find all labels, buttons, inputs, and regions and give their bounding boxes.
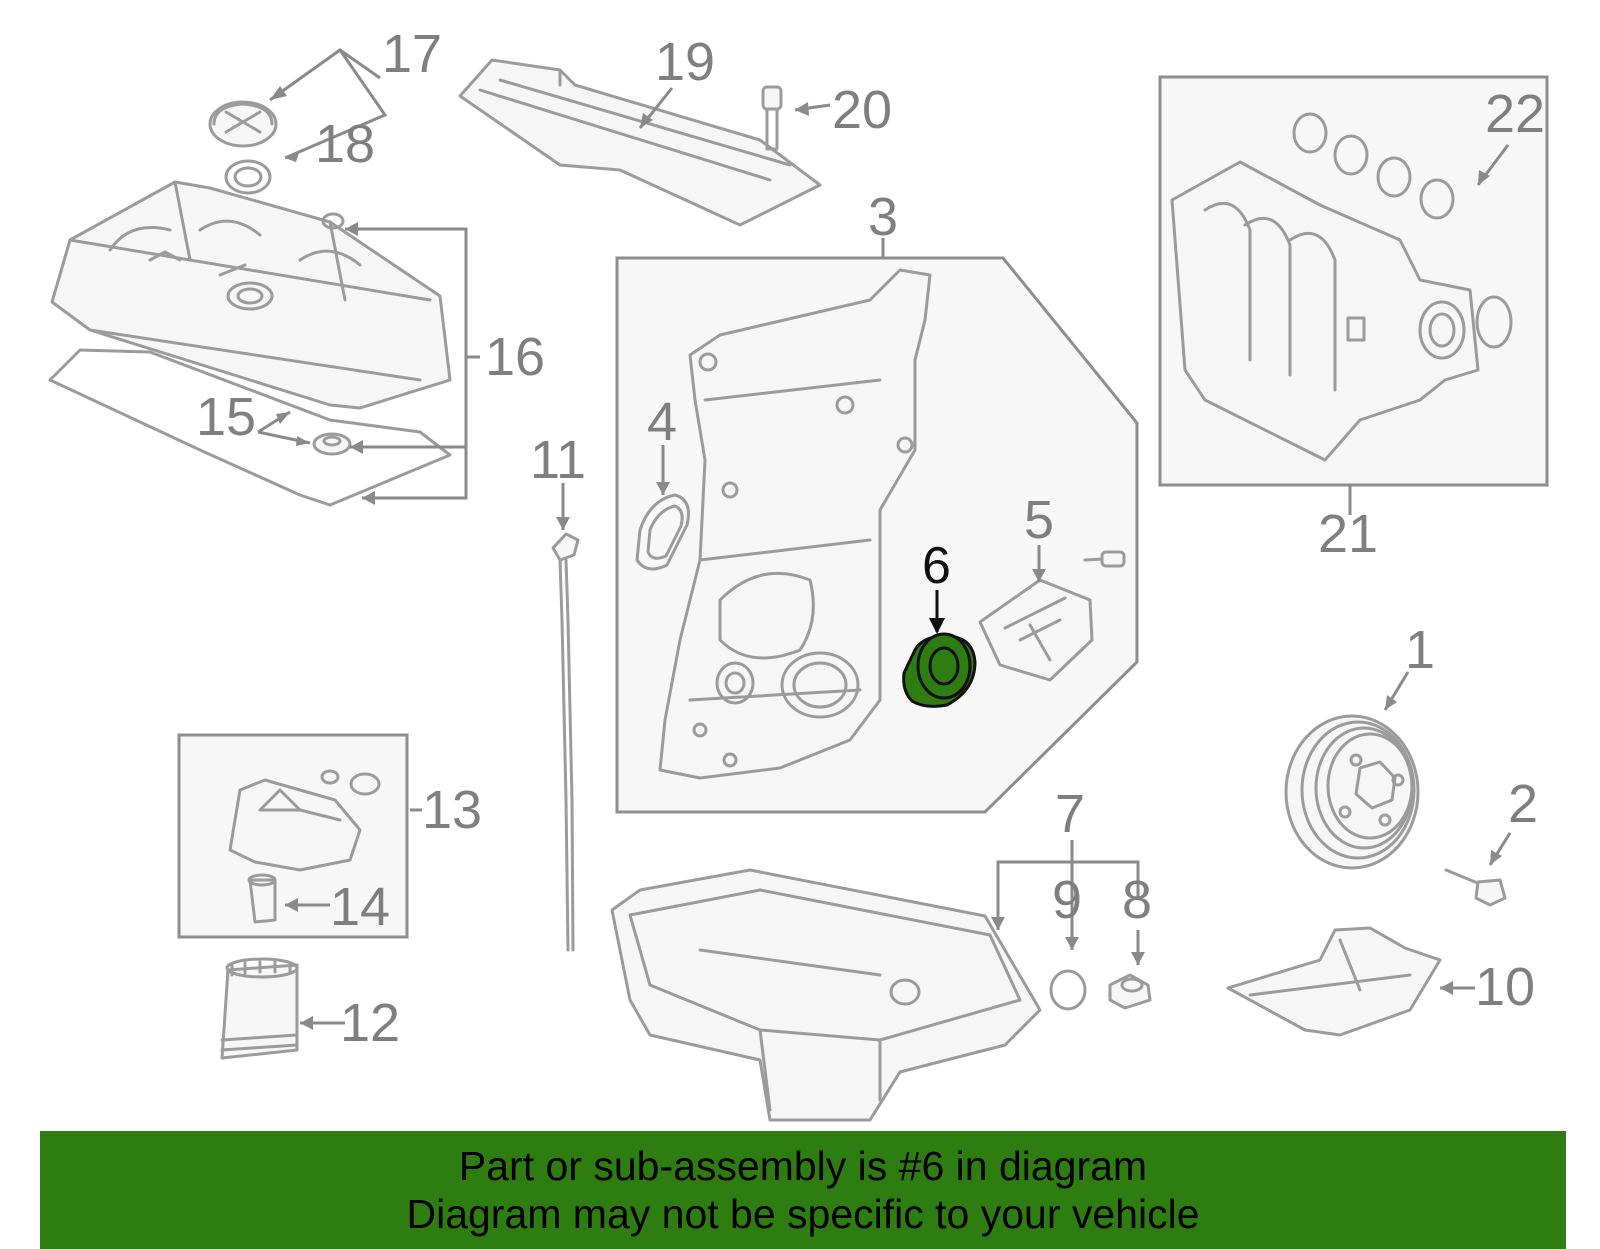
callout-22: 22	[1485, 84, 1545, 144]
callout-11: 11	[530, 430, 586, 490]
callout-1: 1	[1405, 620, 1435, 680]
callout-10: 10	[1475, 957, 1535, 1017]
callout-8: 8	[1122, 870, 1152, 930]
callout-16: 16	[485, 327, 545, 387]
timing-chain-cover	[658, 268, 932, 780]
callout-14: 14	[330, 877, 390, 937]
callout-2: 2	[1508, 774, 1538, 834]
callout-12: 12	[340, 993, 400, 1053]
callout-18: 18	[315, 114, 375, 174]
leader-arrowheads	[270, 86, 1502, 1030]
valve-cover-gasket	[48, 348, 452, 507]
oil-filler-cap	[208, 100, 278, 148]
oil-strainer	[247, 873, 277, 924]
callout-15: 15	[196, 387, 256, 447]
crankshaft-pulley	[1284, 714, 1420, 870]
valve-cover	[50, 180, 452, 410]
engine-mount-bracket	[1226, 926, 1442, 1037]
banner-line-part-number: Part or sub-assembly is #6 in diagram	[458, 1143, 1148, 1189]
oil-filter	[220, 957, 299, 1060]
timing-cover-gasket	[635, 493, 690, 571]
highlight-leader-arrowhead	[929, 618, 945, 634]
callout-7: 7	[1055, 784, 1085, 844]
cover-bolt	[761, 85, 783, 151]
callout-6-highlighted: 6	[922, 537, 951, 595]
callout-13: 13	[422, 780, 482, 840]
banner-line-vehicle-disclaimer: Diagram may not be specific to your vehi…	[406, 1191, 1200, 1237]
intake-port-gaskets	[1292, 112, 1455, 220]
oil-pan	[610, 868, 1042, 1122]
callout-9: 9	[1052, 870, 1082, 930]
callout-20: 20	[832, 80, 892, 140]
oil-pump-housing	[228, 769, 381, 872]
callout-5: 5	[1024, 490, 1054, 550]
oil-dipstick	[551, 532, 580, 952]
callout-3: 3	[868, 187, 898, 247]
intake-manifold	[1170, 160, 1480, 462]
valve-cover-seal-washer	[312, 432, 352, 456]
crankshaft-pulley-bolt	[1444, 868, 1507, 907]
drain-plug-washer	[1049, 969, 1087, 1011]
disclaimer-banner: Part or sub-assembly is #6 in diagram Di…	[40, 1131, 1566, 1249]
drain-plug	[1108, 973, 1152, 1010]
filler-cap-seal	[224, 159, 272, 195]
manifold-throttle-gasket	[1475, 295, 1513, 349]
callout-17: 17	[382, 24, 442, 84]
access-cover-bolt	[1083, 550, 1126, 568]
crankshaft-oil-seal-highlighted	[902, 632, 977, 708]
callout-21: 21	[1318, 504, 1378, 564]
callout-4: 4	[647, 392, 677, 452]
callout-19: 19	[655, 32, 715, 92]
